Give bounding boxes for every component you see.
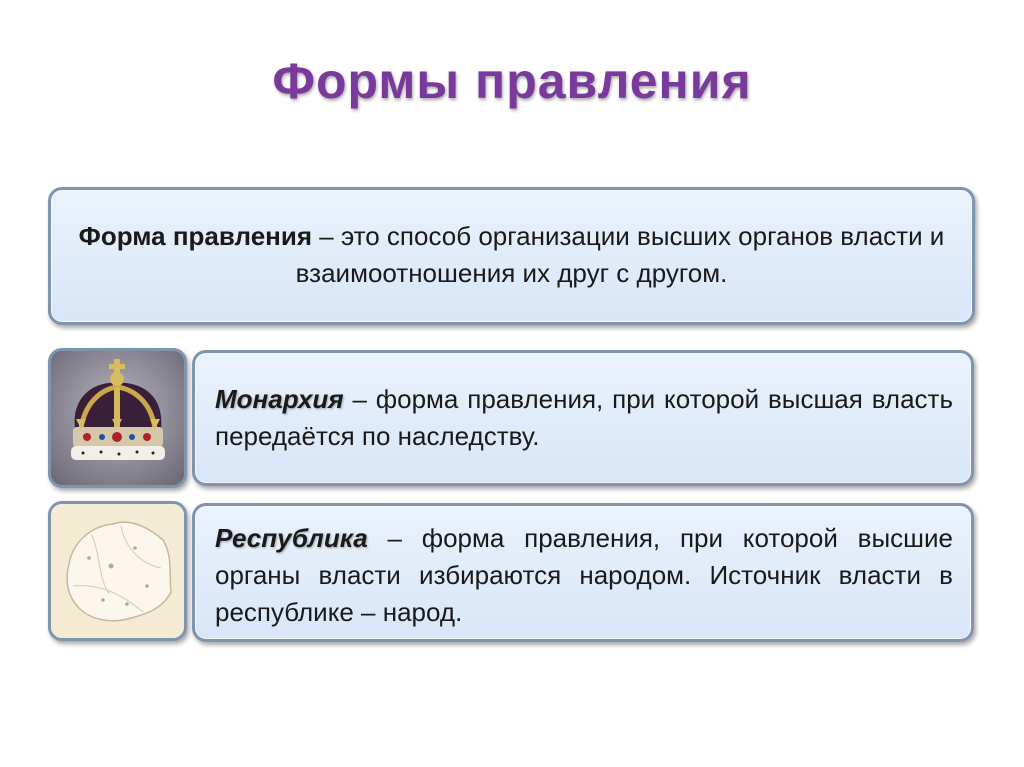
republic-term: Республика [215, 523, 368, 553]
definition-text: – это способ организации высших органов … [295, 221, 945, 288]
map-image [48, 501, 187, 641]
republic-text: – форма правления, при которой высшие ор… [215, 523, 953, 627]
monarchy-term: Монархия [215, 384, 344, 414]
republic-card: Республика – форма правления, при которо… [192, 503, 974, 642]
monarchy-text: – форма правления, при которой высшая вл… [215, 384, 953, 451]
monarchy-card: Монархия – форма правления, при которой … [192, 350, 974, 486]
definition-term: Форма правления [78, 221, 313, 251]
crown-image [48, 348, 187, 488]
definition-card: Форма правления – это способ организации… [48, 187, 975, 325]
page-title: Формы правления [272, 53, 752, 109]
